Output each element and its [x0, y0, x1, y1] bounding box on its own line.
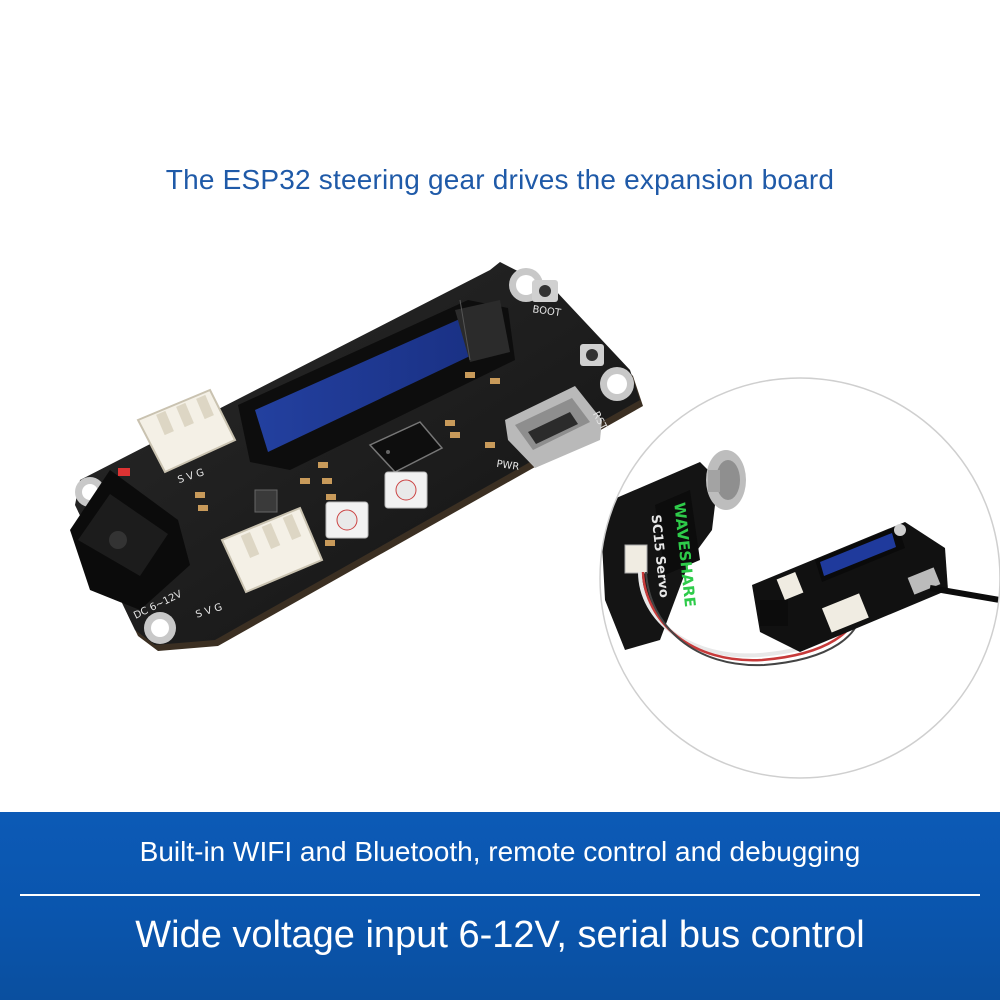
rst-button[interactable] [580, 344, 604, 366]
servo-connector-bottom[interactable] [220, 506, 324, 594]
expansion-board: BOOT RST PWR DC 6~12V S V G S V G [70, 262, 643, 651]
pwr-label: PWR [496, 459, 520, 473]
servo-connector-top[interactable] [136, 388, 237, 474]
mini-board [752, 522, 948, 652]
feature-voltage-input: Wide voltage input 6-12V, serial bus con… [135, 914, 865, 956]
servo-inset: WAVESHARE SC15 Servo [599, 377, 1000, 779]
servo-plug [624, 544, 648, 574]
mounting-hole [600, 367, 634, 401]
boot-button[interactable] [532, 280, 558, 302]
mounting-hole [144, 612, 176, 644]
rgb-led [325, 501, 369, 539]
usb-cable [929, 585, 1000, 603]
usb-c-port[interactable] [505, 386, 602, 468]
product-illustration: BOOT RST PWR DC 6~12V S V G S V G W [70, 262, 1000, 779]
smd-components [195, 372, 500, 546]
inductor [254, 489, 278, 513]
boot-label: BOOT [532, 304, 563, 319]
headline: The ESP32 steering gear drives the expan… [165, 164, 835, 195]
rgb-led [384, 471, 428, 509]
power-led [118, 468, 130, 476]
oled-display [238, 299, 515, 470]
banner-divider [20, 894, 980, 896]
feature-banner [0, 812, 1000, 1000]
servo-motor [600, 450, 746, 650]
feature-wifi-bluetooth: Built-in WIFI and Bluetooth, remote cont… [139, 836, 861, 867]
esp32-chip [368, 421, 444, 473]
dc-power-jack[interactable] [70, 470, 190, 610]
